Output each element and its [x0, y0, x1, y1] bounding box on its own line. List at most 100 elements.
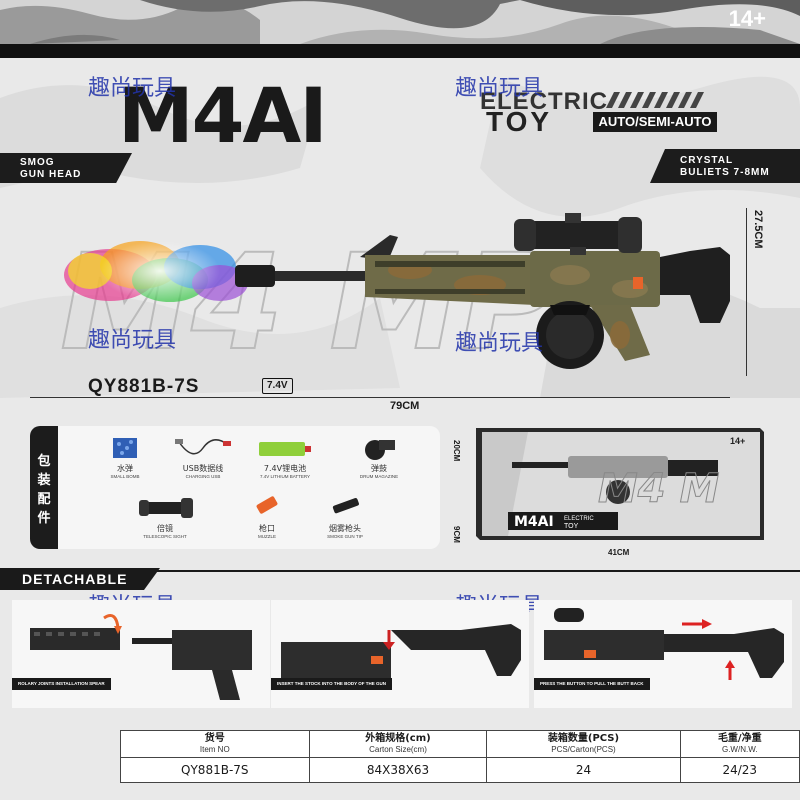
value-cell: 24/23: [679, 757, 800, 783]
watermark: 趣尚玩具: [88, 328, 177, 353]
accessory-item: USB数据线 CHARGING USB: [158, 436, 248, 480]
stripes-decoration: [606, 92, 704, 108]
stock: [660, 247, 730, 323]
watermark: 趣尚玩具: [455, 76, 544, 101]
header-zh: 货号: [204, 733, 225, 744]
accessories-heading: 包 装 配 件: [30, 426, 58, 549]
smog-gun-head-tag: SMOG GUN HEAD: [0, 153, 132, 183]
step-3-caption: PRESS THE BUTTON TO PULL THE BUTT BACK: [534, 678, 650, 690]
electric-label: ELECTRIC: [480, 88, 608, 115]
box-title: M4AI: [514, 514, 554, 530]
crystal-bullets-tag: CRYSTAL BULIETS 7-8MM: [650, 149, 800, 183]
fire-mode-badge: AUTO/SEMI-AUTO: [593, 112, 717, 132]
box-depth-label: 9CM: [452, 526, 461, 543]
accessory-zh: USB数据线: [182, 464, 224, 473]
accessory-zh: 7.4V锂电池: [263, 464, 307, 473]
accessory-item: 倍镜 TELESCOPIC SIGHT: [120, 494, 210, 540]
header-cell: 装箱数量(PCS)PCS/Carton(PCS): [486, 730, 681, 758]
background-camo: [0, 76, 800, 398]
box-electric: ELECTRIC: [564, 516, 594, 522]
toy-label: TOY: [486, 106, 553, 137]
header-en: Carton Size(cm): [369, 745, 427, 754]
step-panel-3: PRESS THE BUTTON TO PULL THE BUTT BACK: [534, 600, 792, 708]
spec-value-row: QY881B-7S 84X38X63 24 24/23: [120, 757, 800, 783]
step-2-caption: INSERT THE STOCK INTO THE BODY OF THE GU…: [271, 678, 393, 690]
age-rating-badge: 14+: [728, 6, 766, 31]
accessory-en: 7.4V LITHIUM BATTERY: [259, 474, 311, 479]
box-toy: TOY: [564, 523, 579, 530]
heading-char: 配: [37, 492, 51, 507]
header-cell: 外箱规格(cm)Carton Size(cm): [308, 730, 488, 758]
box-height-label: 20CM: [452, 440, 461, 462]
step-1-caption: ROLARY JOINTS INSTALLATION SPEAR: [12, 678, 111, 690]
crystal-label: CRYSTAL: [680, 155, 734, 166]
header-en: G.W/N.W.: [721, 745, 758, 754]
accessory-en: CHARGING USB: [185, 474, 221, 479]
watermark: 趣尚玩具: [88, 76, 177, 101]
accessory-en: SMOKE GUN TIP: [327, 534, 363, 539]
voltage-badge: 7.4V: [262, 378, 293, 394]
drum-magazine-icon: [365, 440, 395, 460]
value-cell: 24: [486, 757, 681, 783]
scope: [514, 213, 642, 255]
barrel: [275, 271, 365, 281]
muzzle-part: [235, 265, 275, 287]
accessory-zh: 烟雾枪头: [329, 524, 361, 533]
heading-char: 装: [37, 473, 51, 488]
accessory-en: DRUM MAGAZINE: [359, 474, 399, 479]
box-width-label: 41CM: [608, 548, 630, 557]
top-divider: [0, 44, 800, 58]
accessory-zh: 水弹: [117, 464, 133, 473]
scope-icon: [139, 498, 193, 518]
watermark: 趣尚玩具: [455, 331, 544, 356]
accessory-zh: 枪口: [259, 524, 275, 533]
step-2-illustration: [281, 624, 521, 678]
smoke-tip-icon: [332, 498, 359, 514]
length-dimension-label: 79CM: [390, 400, 420, 412]
packaging-box-illustration: M4 M M4AI ELECTRIC TOY 14+: [476, 428, 764, 540]
accessory-en: SMALL BOMB: [110, 474, 140, 479]
accessory-zh: 倍镜: [157, 524, 173, 533]
water-beads-icon: [113, 438, 137, 458]
step-1-illustration: [30, 614, 252, 700]
smog-label: SMOG: [20, 157, 55, 168]
header-en: PCS/Carton(PCS): [551, 745, 616, 754]
product-title: M4AI: [118, 71, 328, 160]
gun-illustration: [64, 213, 730, 369]
box-age: 14+: [730, 436, 745, 446]
header-zh: 外箱规格(cm): [365, 733, 431, 744]
header-zh: 毛重/净重: [717, 733, 762, 744]
box-overlay-text: M4 M: [598, 466, 719, 512]
accessory-item: 水弹 SMALL BOMB: [80, 436, 170, 480]
accessory-en: MUZZLE: [258, 534, 276, 539]
front-sight: [360, 235, 398, 261]
product-box: M4 M M4AI ELECTRIC TOY 14+: [468, 422, 772, 548]
detachable-divider: [0, 570, 800, 572]
accessory-item: 7.4V锂电池 7.4V LITHIUM BATTERY: [240, 436, 330, 480]
gun-head-label: GUN HEAD: [20, 169, 82, 180]
muzzle-icon: [256, 496, 278, 514]
usb-cable-icon: [175, 439, 231, 455]
heading-char: 包: [37, 454, 51, 469]
detachable-heading: DETACHABLE: [0, 568, 160, 590]
bullets-size-label: BULIETS 7-8MM: [680, 167, 770, 178]
header-zh: 装箱数量(PCS): [547, 733, 620, 744]
accessory-item: 弹鼓 DRUM MAGAZINE: [334, 436, 424, 480]
step-3-illustration: [544, 608, 784, 680]
orange-button: [633, 277, 643, 289]
value-cell: 84X38X63: [308, 757, 488, 783]
height-dimension-label: 27.5CM: [752, 210, 764, 249]
height-dimension-line: [746, 208, 748, 376]
item-number-label: QY881B-7S: [88, 376, 200, 397]
accessory-zh: 弹鼓: [371, 464, 387, 473]
step-panel-2: INSERT THE STOCK INTO THE BODY OF THE GU…: [271, 600, 529, 708]
smoke-burst: [64, 241, 248, 302]
accessory-item: 枪口 MUZZLE: [222, 494, 312, 540]
step-panel-1: ROLARY JOINTS INSTALLATION SPEAR: [12, 600, 270, 708]
value-cell: QY881B-7S: [120, 757, 310, 783]
length-dimension-line: [30, 397, 730, 398]
